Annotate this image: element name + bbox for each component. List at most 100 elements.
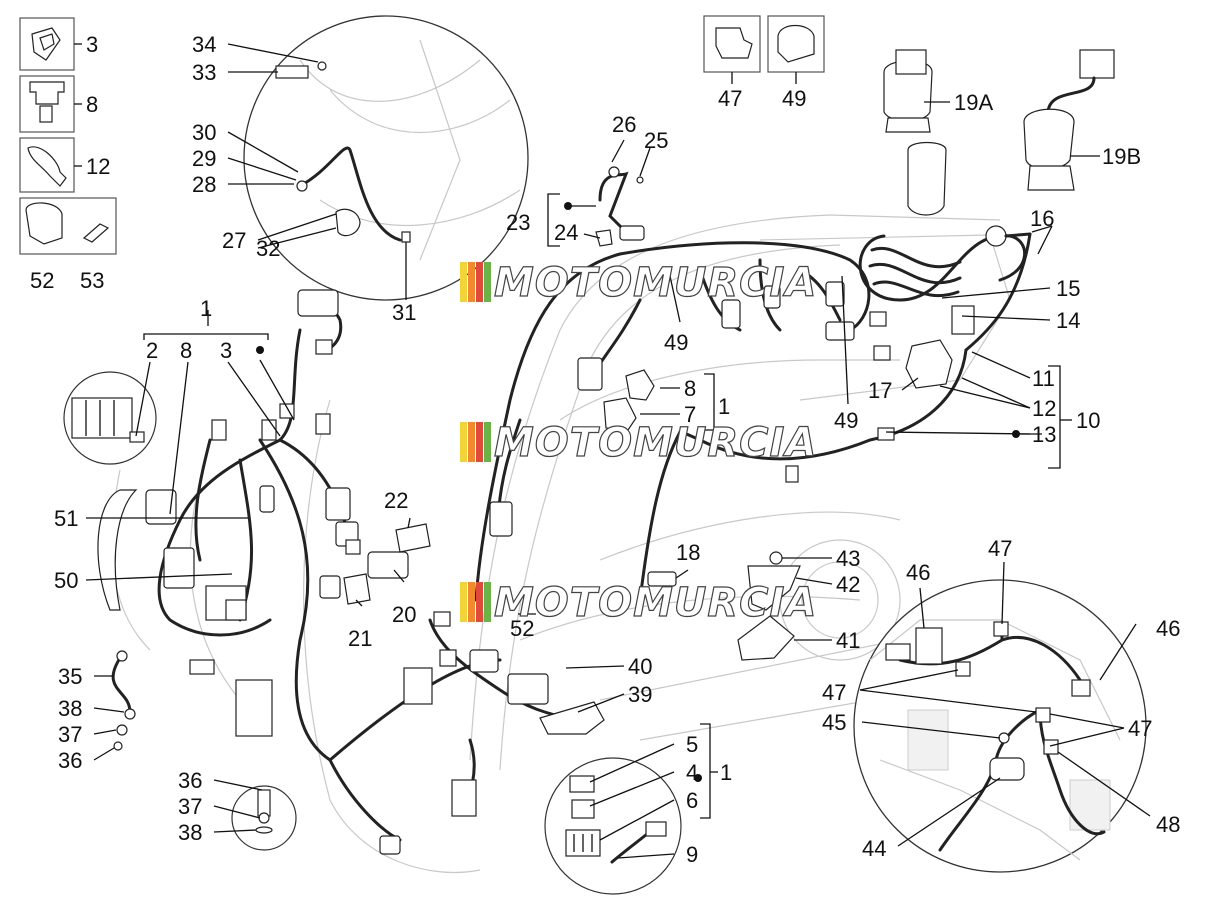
callout-5: 5 xyxy=(686,732,698,757)
leader-line xyxy=(885,431,1031,435)
callout-50: 50 xyxy=(54,568,78,593)
callout-38: 38 xyxy=(58,696,82,721)
bracket-10 xyxy=(1048,365,1061,469)
callout-46: 46 xyxy=(906,560,930,585)
leader-line xyxy=(257,213,337,241)
charger-plug-19B xyxy=(1023,49,1115,191)
callout-53: 53 xyxy=(80,268,104,293)
leader-line xyxy=(227,361,281,437)
connector-8-7 xyxy=(603,369,655,431)
bullet-dot xyxy=(564,202,572,210)
watermark-stripe xyxy=(484,422,491,462)
callout-16: 16 xyxy=(1030,206,1054,231)
leader-line xyxy=(583,233,601,239)
callout-42: 42 xyxy=(836,572,860,597)
leader-line xyxy=(135,361,151,437)
leader-line xyxy=(93,729,117,735)
leader-line xyxy=(961,377,1031,409)
coiled-charger-cable xyxy=(858,141,1032,352)
callout-46-b: 46 xyxy=(1156,616,1180,641)
leader-line xyxy=(407,517,411,529)
ground-cable-inset xyxy=(243,15,529,301)
callout-1-a: 1 xyxy=(200,296,212,321)
callout-18: 18 xyxy=(676,540,700,565)
callout-31: 31 xyxy=(392,300,416,325)
leader-line xyxy=(1049,727,1125,747)
callout-22: 22 xyxy=(384,488,408,513)
callout-11: 11 xyxy=(1032,366,1055,391)
clip-icon-box-49 xyxy=(767,15,825,73)
callout-33: 33 xyxy=(192,60,216,85)
callout-39: 39 xyxy=(628,682,652,707)
leader-line xyxy=(93,747,115,761)
callout-37-b: 37 xyxy=(178,794,202,819)
callout-51: 51 xyxy=(54,506,78,531)
leader-line xyxy=(577,693,625,713)
watermark-stripe xyxy=(468,262,475,302)
leader-line xyxy=(589,743,675,783)
leader-line xyxy=(859,689,1037,713)
leader-line xyxy=(675,569,689,579)
watermark-stripe xyxy=(460,262,467,302)
watermark-stripe xyxy=(484,582,491,622)
leader-line xyxy=(259,359,295,421)
leader-line xyxy=(599,799,675,841)
connector-inset-4-9 xyxy=(544,757,682,895)
callout-32: 32 xyxy=(256,236,280,261)
callout-14: 14 xyxy=(1056,308,1080,333)
watermark-text: MOTOMURCIA xyxy=(494,260,817,306)
watermark-text: MOTOMURCIA xyxy=(494,580,817,626)
bullet-dot xyxy=(256,346,264,354)
watermark-stripe xyxy=(460,582,467,622)
callout-17: 17 xyxy=(868,378,892,403)
leader-line xyxy=(589,771,675,807)
cable-10 xyxy=(680,348,968,461)
callout-26: 26 xyxy=(612,112,636,137)
callout-4: 4 xyxy=(686,760,698,785)
clamp-icon-box-52-53 xyxy=(19,197,117,255)
callout-8: 8 xyxy=(86,92,98,117)
ground-lead-35 xyxy=(111,650,136,751)
bracket-41-42-43 xyxy=(737,551,801,661)
leader-line xyxy=(971,351,1031,379)
leader-line xyxy=(861,721,1001,739)
watermark-2: MOTOMURCIA xyxy=(460,419,817,467)
leader-line xyxy=(611,139,625,163)
callout-41: 41 xyxy=(836,628,860,653)
callout-48: 48 xyxy=(1156,812,1180,837)
leader-line xyxy=(795,577,833,585)
watermark-text: MOTOMURCIA xyxy=(494,420,817,466)
leader-line xyxy=(227,157,297,181)
callout-52-b: 52 xyxy=(510,616,534,641)
callout-43: 43 xyxy=(836,546,860,571)
callout-23: 23 xyxy=(506,210,530,235)
watermark-stripe xyxy=(476,262,483,302)
callout-19B: 19B xyxy=(1102,144,1141,169)
callout-28: 28 xyxy=(192,172,216,197)
leader-line xyxy=(93,707,125,713)
watermark-3: MOTOMURCIA xyxy=(460,579,817,627)
callout-27: 27 xyxy=(222,228,246,253)
cable-tie-icon-box-12 xyxy=(19,137,75,193)
leader-line xyxy=(169,361,189,515)
callout-2: 2 xyxy=(146,338,158,363)
leader-line xyxy=(1099,623,1137,681)
rear-harness-lower xyxy=(379,611,605,855)
leader-line xyxy=(941,287,1051,299)
callout-38-b: 38 xyxy=(178,820,202,845)
callout-1-b: 1 xyxy=(718,394,730,419)
leader-line xyxy=(213,779,263,791)
callout-47-c: 47 xyxy=(822,680,846,705)
cable-clip xyxy=(785,465,799,483)
callout-21: 21 xyxy=(348,626,372,651)
callout-25: 25 xyxy=(644,128,668,153)
callout-1-c: 1 xyxy=(720,760,732,785)
leader-line xyxy=(617,853,675,859)
callout-20: 20 xyxy=(392,602,416,627)
leader-line xyxy=(669,275,681,323)
leader-line xyxy=(257,227,337,249)
leader-line xyxy=(859,669,959,691)
callout-30: 30 xyxy=(192,120,216,145)
callout-47-b: 47 xyxy=(988,536,1012,561)
callout-36: 36 xyxy=(58,748,82,773)
